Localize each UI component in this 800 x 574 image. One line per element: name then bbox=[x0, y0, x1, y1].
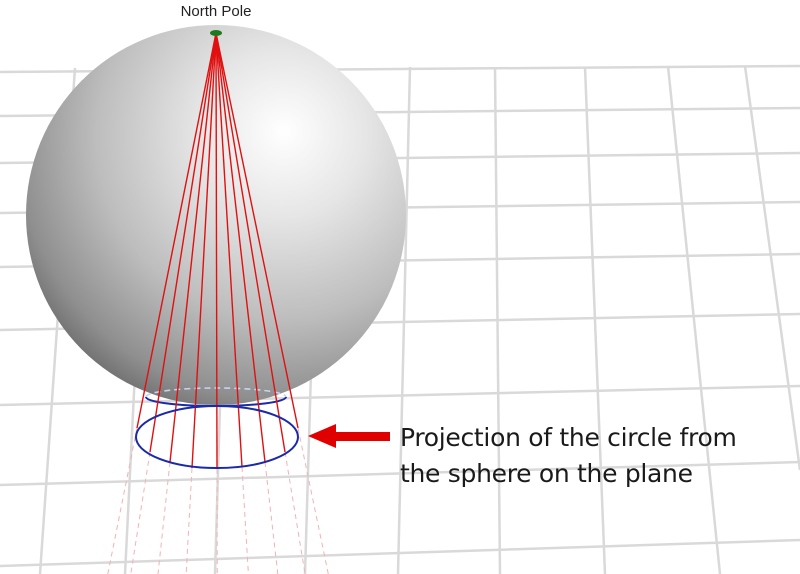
caption-line-1: Projection of the circle from bbox=[400, 423, 737, 452]
grid-column-line bbox=[493, 66, 502, 574]
projection-line-extension bbox=[130, 451, 151, 574]
left-arrow-icon bbox=[308, 424, 390, 448]
grid-row-line bbox=[0, 538, 800, 568]
projection-line bbox=[191, 32, 217, 469]
projected-circle bbox=[135, 405, 299, 469]
north-pole-label: North Pole bbox=[180, 3, 252, 20]
projection-lines bbox=[136, 32, 299, 470]
caption-line-2: the sphere on the plane bbox=[400, 459, 693, 488]
projection-line-extension bbox=[185, 467, 193, 574]
projection-line-extension bbox=[297, 427, 329, 574]
projection-ray-extensions bbox=[107, 427, 329, 574]
projection-line bbox=[215, 32, 299, 429]
projection-line bbox=[215, 32, 286, 453]
grid-row-line bbox=[0, 384, 800, 407]
grid-column-line bbox=[583, 66, 607, 574]
sphere-circle-back bbox=[145, 387, 287, 398]
projection-line bbox=[215, 32, 218, 470]
projection-line-extension bbox=[157, 461, 171, 574]
projection-line bbox=[169, 32, 217, 463]
projection-line-extension bbox=[264, 461, 279, 574]
projection-caption: Projection of the circle from the sphere… bbox=[400, 420, 798, 492]
projection-line bbox=[215, 32, 266, 463]
grid-column-line bbox=[743, 65, 800, 471]
projection-line bbox=[149, 32, 217, 453]
projection-line-extension bbox=[284, 451, 306, 574]
green-dot-icon bbox=[210, 30, 222, 36]
projection-line-extension bbox=[107, 427, 138, 574]
projection-line bbox=[136, 32, 217, 429]
grid-column-line bbox=[396, 66, 412, 574]
projection-line bbox=[215, 32, 243, 468]
grid-column-line bbox=[666, 65, 722, 574]
